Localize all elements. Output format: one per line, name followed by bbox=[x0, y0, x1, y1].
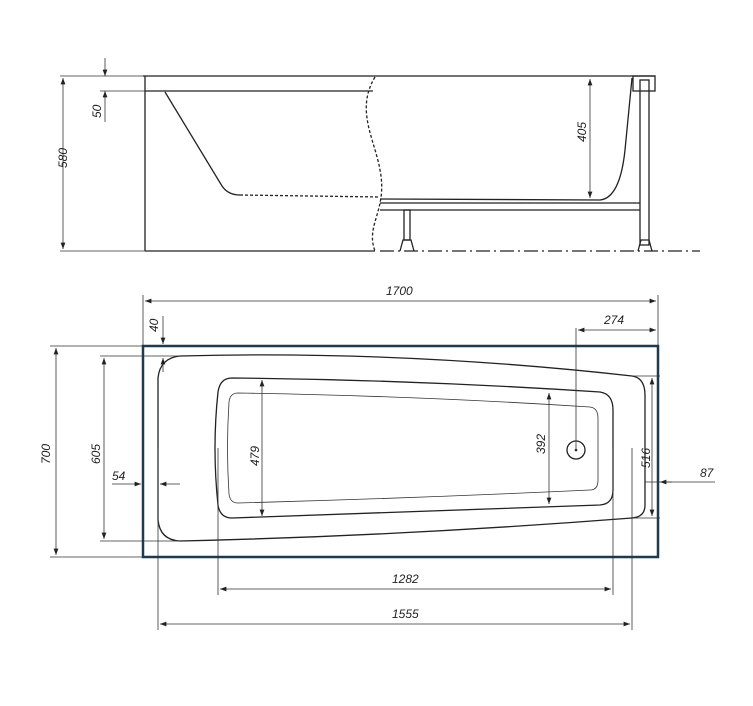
dim-274: 274 bbox=[603, 313, 624, 327]
dim-605: 605 bbox=[89, 444, 103, 464]
dim-1282: 1282 bbox=[392, 572, 419, 586]
dim-405: 405 bbox=[575, 122, 589, 142]
top-view: 1700 274 700 605 40 54 479 392 516 bbox=[39, 284, 715, 630]
dim-516: 516 bbox=[639, 448, 653, 468]
dim-87: 87 bbox=[700, 466, 715, 480]
dim-479: 479 bbox=[248, 446, 262, 466]
side-view: 580 50 405 bbox=[56, 58, 700, 252]
dim-1700: 1700 bbox=[386, 284, 413, 298]
dim-54: 54 bbox=[112, 469, 126, 483]
dim-40: 40 bbox=[147, 318, 161, 332]
dim-700: 700 bbox=[39, 444, 53, 464]
dim-1555: 1555 bbox=[392, 607, 419, 621]
dim-392: 392 bbox=[534, 434, 548, 454]
dim-580: 580 bbox=[56, 148, 70, 168]
dim-50: 50 bbox=[90, 104, 104, 118]
